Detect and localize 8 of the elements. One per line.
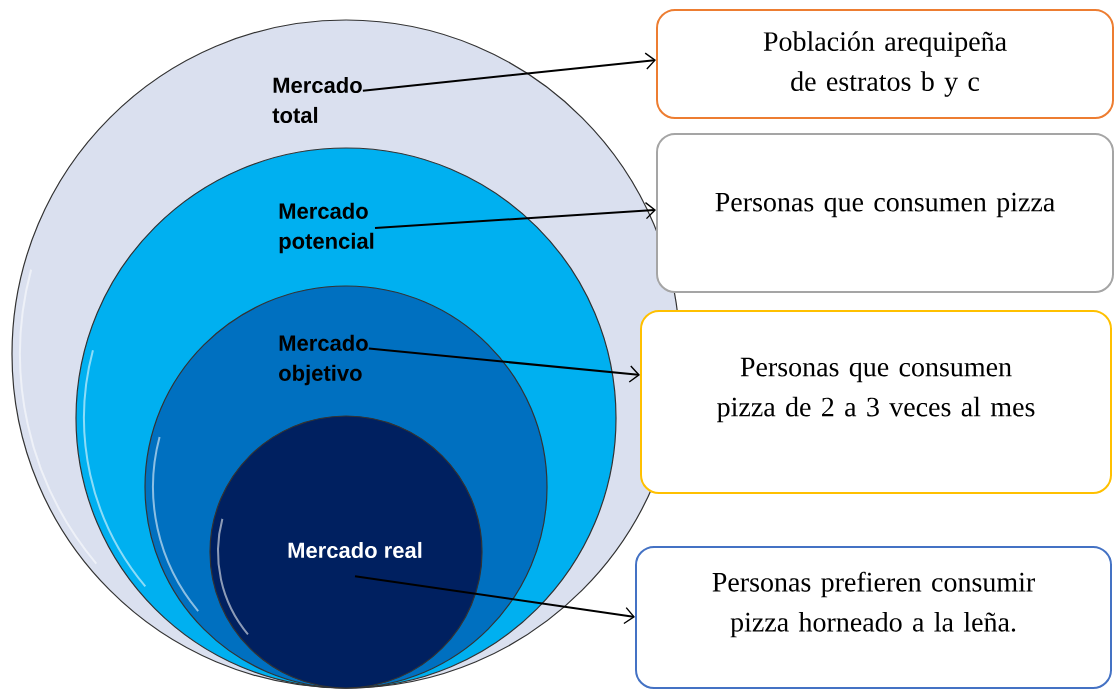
arrow [374,201,656,229]
text-box: Población arequipeña de estratos b y c [656,9,1114,119]
text-box: Personas prefieren consumir pizza horneado a la leña. [635,546,1112,689]
text-box: Personas que consumen pizza [656,133,1114,293]
text-box: Personas que consumen pizza de 2 a 3 veces al mes [640,310,1112,494]
arrow [361,52,656,92]
arrow [367,347,640,383]
arrow [354,575,635,625]
